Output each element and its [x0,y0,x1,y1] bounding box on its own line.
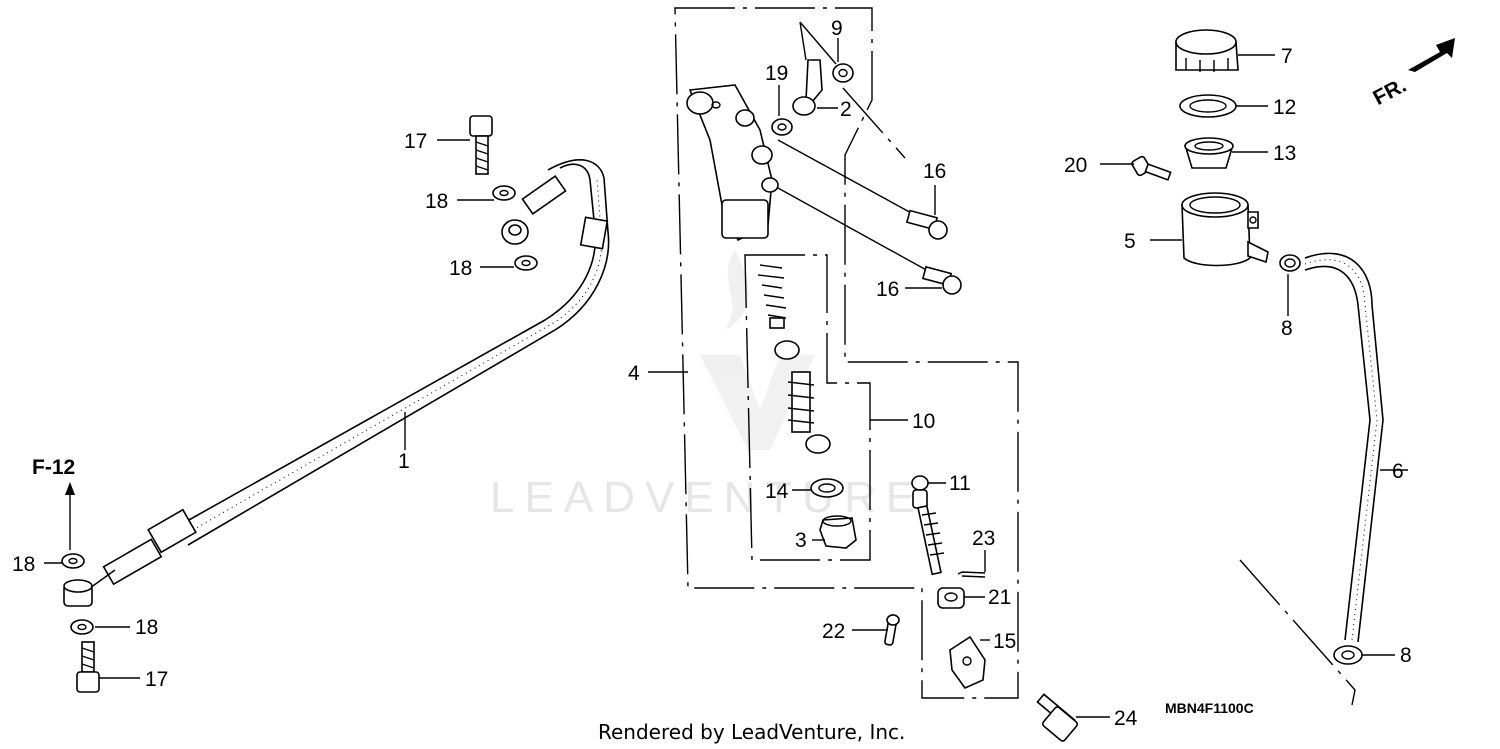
reservoir-hose-6[interactable] [1304,252,1384,643]
callout-12: 12 [1273,96,1296,119]
callout-17-upper: 17 [404,130,427,153]
joint-15[interactable] [949,635,986,689]
callout-8-upper: 8 [1281,317,1293,340]
bolt-16-upper[interactable] [777,139,948,240]
spring[interactable] [757,264,787,329]
callout-8-lower: 8 [1400,644,1412,667]
washer-18-lower-a[interactable] [61,553,85,569]
callout-20: 20 [1064,154,1087,177]
watermark-text: LEADVENTURE [490,473,925,522]
washer-18-upper-a[interactable] [492,185,516,201]
watermark: LEADVENTURE [490,250,925,522]
callout-5: 5 [1124,230,1136,253]
callout-10: 10 [912,410,935,433]
bolt-17-upper[interactable] [469,115,493,175]
clip-8-lower[interactable] [1333,645,1363,665]
callout-14: 14 [765,480,789,503]
callout-13: 13 [1273,142,1296,165]
diagram-code: MBN4F1100C [1165,700,1254,716]
render-credit: Rendered by LeadVenture, Inc. [598,720,905,744]
diaphragm-13[interactable] [1184,137,1234,169]
clip-8-upper[interactable] [1279,254,1301,272]
callout-7: 7 [1281,45,1293,68]
pin-22[interactable] [884,614,900,646]
callout-23: 23 [972,527,995,550]
callout-6: 6 [1392,460,1404,483]
reservoir-group [1131,29,1455,706]
cotter-pin-23[interactable] [957,571,986,578]
master-cylinder-body[interactable] [686,84,779,242]
callout-16-upper: 16 [923,160,946,183]
circlip-14[interactable] [810,478,844,498]
reservoir-5[interactable] [1181,192,1269,267]
piston-cup[interactable] [774,340,800,360]
reservoir-plate-12[interactable] [1179,94,1237,118]
callout-9: 9 [831,17,843,40]
callout-18-upper-a: 18 [425,190,448,213]
o-ring-9[interactable] [832,63,854,83]
callout-16-lower: 16 [876,278,899,301]
callout-3: 3 [795,529,807,552]
piston[interactable] [787,371,831,454]
boot-3[interactable] [819,515,857,549]
callout-19: 19 [765,62,788,85]
callout-1: 1 [398,450,410,473]
callout-18-lower-a: 18 [12,553,35,576]
front-direction-label: FR. [1369,74,1410,110]
hose-sleeve-lower [147,508,197,554]
hose-fitting-lower [102,538,163,586]
brake-hose-assembly [61,115,610,693]
hose-sleeve-upper [579,216,609,250]
callout-21: 21 [988,586,1011,609]
boundary-10 [744,254,871,561]
screw-20[interactable] [1131,155,1172,181]
callout-18-lower-b: 18 [135,616,158,639]
washer-18-lower-b[interactable] [70,619,94,635]
reservoir-cap-7[interactable] [1175,29,1239,72]
nut-21[interactable] [937,587,965,609]
front-direction-arrow [1408,38,1455,72]
pin-24[interactable] [1036,693,1079,742]
callout-11: 11 [949,472,971,495]
reference-arrow-head [65,482,75,495]
washer-18-upper-b[interactable] [514,255,538,271]
callout-18-upper-b: 18 [449,257,472,280]
master-cylinder-group [674,7,1079,742]
callout-4: 4 [628,362,640,385]
callout-22: 22 [822,620,845,643]
watermark-logo [700,250,815,450]
reference-label: F-12 [32,456,75,479]
push-rod-11[interactable] [911,475,945,576]
callout-17-lower: 17 [145,668,168,691]
hose-fitting-upper [521,175,567,215]
bolt-16-lower[interactable] [777,187,962,295]
bolt-17-lower[interactable] [76,641,100,693]
washer-19[interactable] [771,118,793,136]
leader-lines [44,38,1408,718]
boundary-4 [674,7,1019,699]
callout-15: 15 [993,630,1016,653]
callout-24: 24 [1114,707,1138,730]
brake-hose[interactable] [179,163,597,526]
callout-2: 2 [840,98,852,121]
joint-2[interactable] [792,59,823,116]
